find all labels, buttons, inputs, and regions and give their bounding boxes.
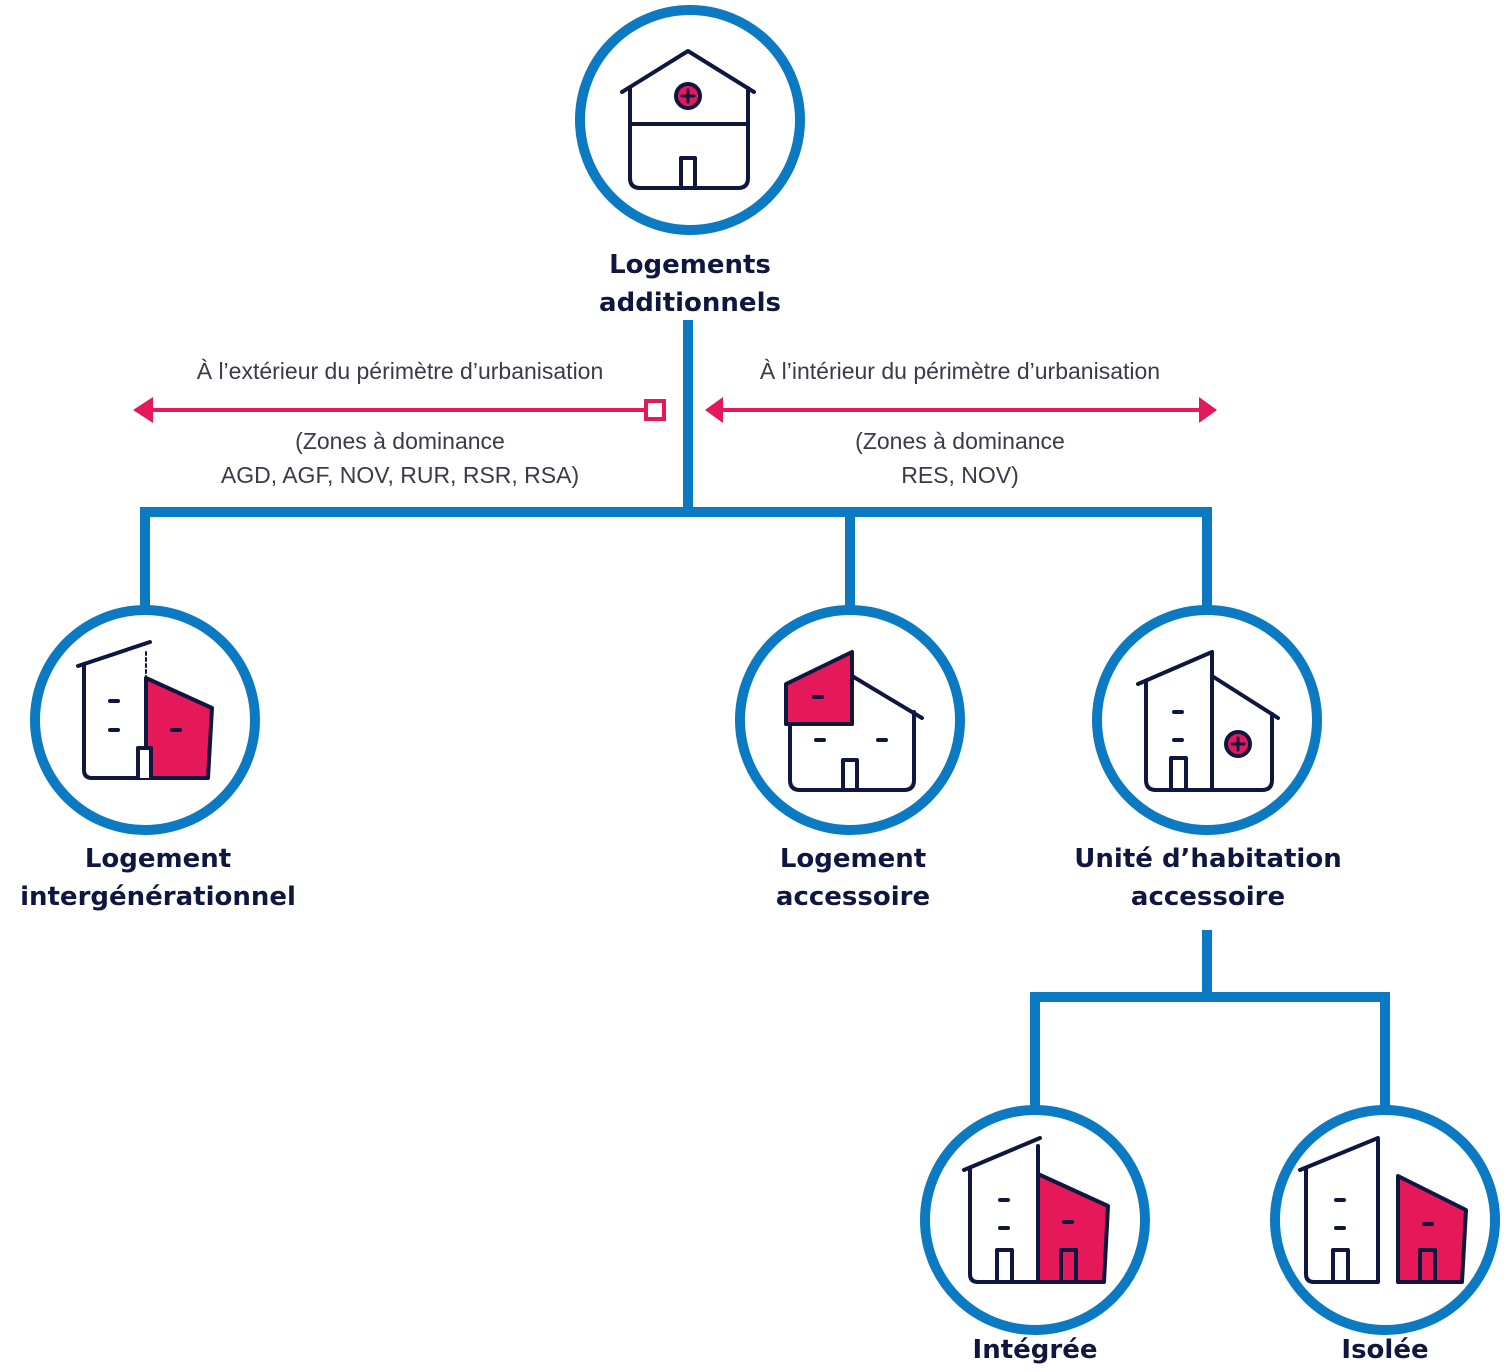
integrated-label-line1: Intégrée (972, 1335, 1098, 1365)
inside-title-text: À l’intérieur du périmètre d’urbanisatio… (759, 358, 1161, 384)
isolated-label-line1: Isolée (1341, 1335, 1429, 1365)
integrated-node (920, 1105, 1150, 1335)
accessory-label: Logement accessoire (740, 840, 966, 916)
outside-zones: (Zones à dominance AGD, AGF, NOV, RUR, R… (140, 424, 660, 492)
intergenerational-label-line1: Logement (84, 844, 232, 874)
root-circle (575, 5, 805, 235)
integrated-circle (920, 1105, 1150, 1335)
outside-zones-line1: (Zones à dominance (295, 428, 505, 454)
outside-arrow-square-icon (644, 399, 666, 421)
inside-arrowhead-right-icon (1199, 397, 1217, 423)
house-attached-unit-icon (962, 1136, 1110, 1284)
accessory-unit-label: Unité d’habitation accessoire (1050, 840, 1366, 916)
accessory-unit-label-line2: accessoire (1130, 882, 1286, 912)
outside-arrowhead-icon (133, 397, 153, 423)
root-label-line1: Logements (609, 250, 771, 280)
accessory-label-line1: Logement (779, 844, 927, 874)
outside-title: À l’extérieur du périmètre d’urbanisatio… (140, 354, 660, 388)
house-extension-icon (76, 640, 214, 780)
accessory-unit-label-line1: Unité d’habitation (1074, 844, 1342, 874)
inside-arrowhead-left-icon (705, 397, 723, 423)
accessory-unit-circle (1092, 605, 1322, 835)
root-label: Logements additionnels (590, 246, 790, 322)
house-plus-icon (620, 49, 756, 190)
house-upper-unit-icon (784, 650, 924, 792)
accessory-label-line2: accessoire (775, 882, 931, 912)
inside-zones: (Zones à dominance RES, NOV) (700, 424, 1220, 492)
intergenerational-label-line2: intergénérationnel (20, 882, 296, 912)
accessory-node (735, 605, 965, 835)
house-detached-unit-icon (1298, 1136, 1468, 1284)
intergenerational-node (30, 605, 260, 835)
connector-lines (140, 320, 1390, 1110)
isolated-label: Isolée (1295, 1331, 1475, 1369)
intergenerational-label: Logement intergénérationnel (0, 840, 316, 916)
house-adu-plus-icon (1136, 650, 1280, 792)
isolated-node (1270, 1105, 1500, 1335)
integrated-label: Intégrée (935, 1331, 1135, 1369)
outside-zones-line2: AGD, AGF, NOV, RUR, RSR, RSA) (220, 462, 580, 488)
outside-title-text: À l’extérieur du périmètre d’urbanisatio… (196, 358, 604, 384)
root-label-line2: additionnels (599, 288, 781, 318)
inside-zones-line1: (Zones à dominance (855, 428, 1065, 454)
inside-title: À l’intérieur du périmètre d’urbanisatio… (700, 354, 1220, 388)
outside-arrow (133, 397, 666, 423)
inside-zones-line2: RES, NOV) (901, 462, 1019, 488)
accessory-unit-node (1092, 605, 1322, 835)
root-node (575, 5, 805, 235)
inside-arrow (705, 397, 1217, 423)
